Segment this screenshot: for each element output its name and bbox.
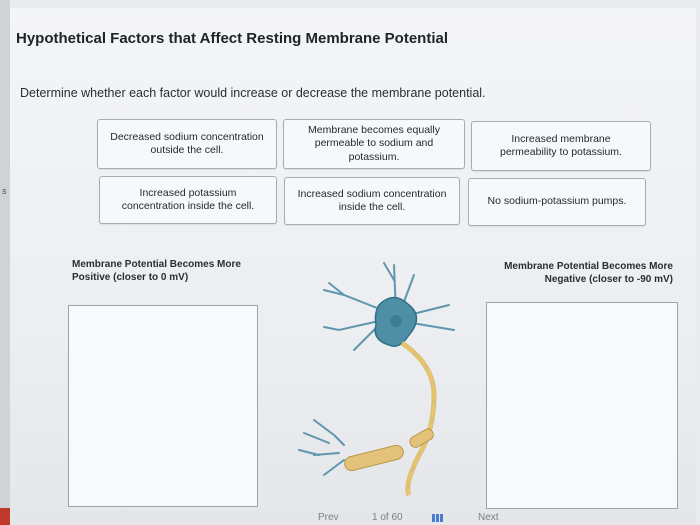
card-label: Increased sodium concentration inside th…: [297, 187, 447, 213]
draggable-card-6[interactable]: No sodium-potassium pumps.: [468, 178, 646, 226]
grid-icon[interactable]: [432, 514, 444, 522]
card-label: Increased potassium concentration inside…: [121, 186, 255, 212]
page-indicator: 1 of 60: [372, 512, 403, 523]
draggable-card-3[interactable]: Increased membrane permeability to potas…: [471, 121, 651, 171]
instructions-text: Determine whether each factor would incr…: [20, 86, 486, 100]
side-mark: s: [2, 186, 7, 196]
draggable-card-1[interactable]: Decreased sodium concentration outside t…: [97, 119, 277, 169]
neuron-illustration: [298, 262, 455, 497]
left-edge-strip: s: [0, 0, 10, 525]
nucleus: [390, 315, 402, 327]
draggable-card-4[interactable]: Increased potassium concentration inside…: [99, 176, 277, 224]
draggable-card-2[interactable]: Membrane becomes equally permeable to so…: [283, 119, 465, 169]
prev-button[interactable]: Prev: [318, 512, 339, 523]
card-label: No sodium-potassium pumps.: [487, 195, 627, 208]
positive-drop-zone[interactable]: [68, 305, 258, 507]
next-button[interactable]: Next: [478, 512, 499, 523]
negative-zone-title: Membrane Potential Becomes More Negative…: [504, 261, 673, 285]
positive-zone-title: Membrane Potential Becomes More Positive…: [72, 259, 241, 283]
page-title: Hypothetical Factors that Affect Resting…: [16, 30, 449, 47]
negative-drop-zone[interactable]: [486, 302, 678, 509]
draggable-card-5[interactable]: Increased sodium concentration inside th…: [284, 177, 460, 225]
card-label: Increased membrane permeability to potas…: [500, 132, 622, 158]
card-label: Membrane becomes equally permeable to so…: [308, 124, 440, 163]
card-label: Decreased sodium concentration outside t…: [110, 130, 264, 156]
